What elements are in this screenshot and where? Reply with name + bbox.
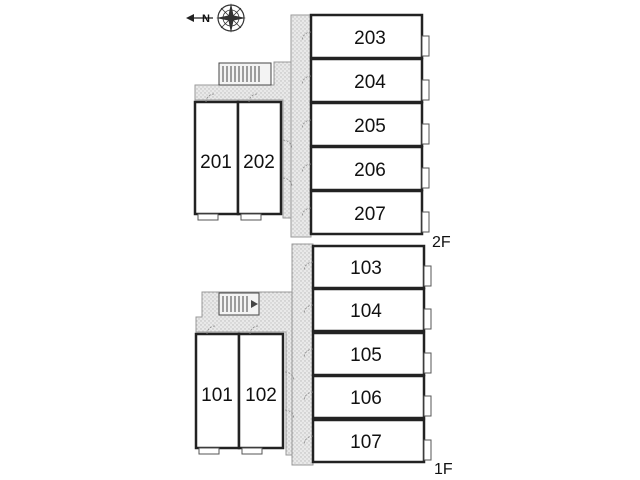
unit-206: 206: [301, 145, 430, 192]
unit-105: 105: [303, 331, 432, 377]
corridor-1f: [291, 243, 314, 466]
floor-label-2f: 2F: [432, 234, 451, 251]
floor-1f: 103 104 105 106 107: [194, 243, 453, 478]
unit-number: 107: [350, 432, 382, 453]
unit-number: 205: [354, 116, 386, 137]
compass-rose-icon: [216, 3, 246, 33]
unit-202: 202: [236, 93, 283, 221]
unit-number: 106: [350, 388, 382, 409]
unit-201: 201: [193, 93, 240, 221]
unit-203: 203: [301, 13, 430, 60]
unit-101: 101: [194, 325, 241, 455]
unit-number: 101: [201, 385, 233, 406]
unit-number: 103: [350, 258, 382, 279]
unit-204: 204: [301, 57, 430, 104]
unit-number: 203: [354, 28, 386, 49]
unit-number: 202: [243, 152, 275, 173]
unit-106: 106: [303, 374, 432, 420]
unit-number: 105: [350, 345, 382, 366]
unit-number: 102: [245, 385, 277, 406]
north-arrow-icon: [186, 14, 213, 22]
unit-102: 102: [237, 325, 285, 455]
unit-number: 207: [354, 204, 386, 225]
compass: N: [186, 3, 246, 33]
unit-103: 103: [303, 244, 432, 290]
unit-107: 107: [303, 418, 432, 464]
floor-2f: 203 204 205 206 207: [193, 13, 451, 251]
corridor-2f: [290, 14, 312, 238]
floor-label-1f: 1F: [434, 461, 453, 478]
unit-104: 104: [303, 287, 432, 333]
unit-number: 104: [350, 301, 382, 322]
staircase-1f: [218, 292, 260, 316]
unit-number: 206: [354, 160, 386, 181]
unit-205: 205: [301, 101, 430, 148]
north-label: N: [202, 13, 210, 25]
staircase-2f: [218, 62, 272, 86]
unit-207: 207: [301, 189, 430, 236]
unit-number: 201: [200, 152, 232, 173]
unit-number: 204: [354, 72, 386, 93]
corridor-1f-west: [195, 291, 293, 456]
